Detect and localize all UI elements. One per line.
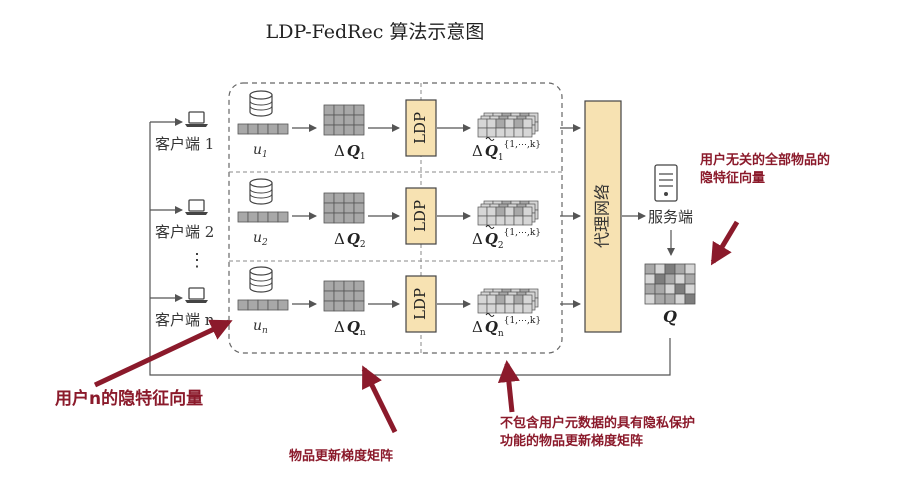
- delta-q-matrix: [323, 104, 365, 136]
- ldp-label: LDP: [411, 200, 429, 232]
- vertical-ellipsis: ⋮: [188, 250, 206, 271]
- proxy-network-label: 代理网络: [593, 184, 612, 248]
- annotation-item-grad: 物品更新梯度矩阵: [289, 448, 393, 464]
- client-container: [228, 82, 563, 354]
- client-label: 客户端 n: [155, 311, 215, 329]
- arrow-to-q: [710, 220, 740, 266]
- user-vector-label: u1: [253, 142, 268, 160]
- feedback-loop: [149, 118, 671, 376]
- annotation-ldp-grad-line1: 不包含用户元数据的具有隐私保护: [500, 415, 695, 431]
- user-vector: [237, 211, 289, 223]
- client-label: 客户端 2: [155, 223, 214, 241]
- tilde-mark: [485, 137, 495, 141]
- user-vector: [237, 123, 289, 135]
- user-vector-label: un: [253, 318, 268, 336]
- laptop-icon: [185, 199, 208, 215]
- database-icon: [249, 178, 273, 205]
- annotation-server-item-vec-line2: 隐特征向量: [700, 170, 765, 186]
- ldp-box: [405, 187, 437, 245]
- diagram-title: LDP-FedRec 算法示意图: [266, 21, 485, 43]
- arrow-to-ldp-grad: [497, 360, 520, 413]
- perturbed-delta-q-stack: [477, 288, 539, 314]
- perturbed-delta-q-stack: [477, 200, 539, 226]
- client-label: 客户端 1: [155, 135, 214, 153]
- server-icon: [654, 164, 678, 202]
- ldp-box: [405, 275, 437, 333]
- laptop-icon: [185, 287, 208, 303]
- tilde-mark: [485, 225, 495, 229]
- q-matrix: [644, 263, 696, 305]
- delta-q-matrix: [323, 192, 365, 224]
- user-vector: [237, 299, 289, 311]
- ldp-label: LDP: [411, 288, 429, 320]
- arrow-to-item-grad: [361, 365, 398, 434]
- annotation-ldp-grad-line2: 功能的物品更新梯度矩阵: [500, 433, 643, 449]
- proxy-network-box: [584, 100, 622, 333]
- delta-q-matrix: [323, 280, 365, 312]
- annotation-user-vec: 用户n的隐特征向量: [55, 388, 203, 409]
- annotations: 用户无关的全部物品的 隐特征向量 用户n的隐特征向量 物品更新梯度矩阵 不包含用…: [55, 152, 830, 464]
- ldp-label: LDP: [411, 112, 429, 144]
- arrow-to-user-vec: [93, 319, 233, 388]
- user-vector-label: u2: [253, 230, 268, 248]
- database-icon: [249, 266, 273, 293]
- database-icon: [249, 90, 273, 117]
- perturbed-delta-q-stack: [477, 112, 539, 138]
- laptop-icon: [185, 111, 208, 127]
- annotation-server-item-vec-line1: 用户无关的全部物品的: [699, 152, 830, 168]
- ldp-box: [405, 99, 437, 157]
- tilde-mark: [485, 313, 495, 317]
- server-label: 服务端: [648, 208, 693, 226]
- q-label: Q: [663, 307, 677, 326]
